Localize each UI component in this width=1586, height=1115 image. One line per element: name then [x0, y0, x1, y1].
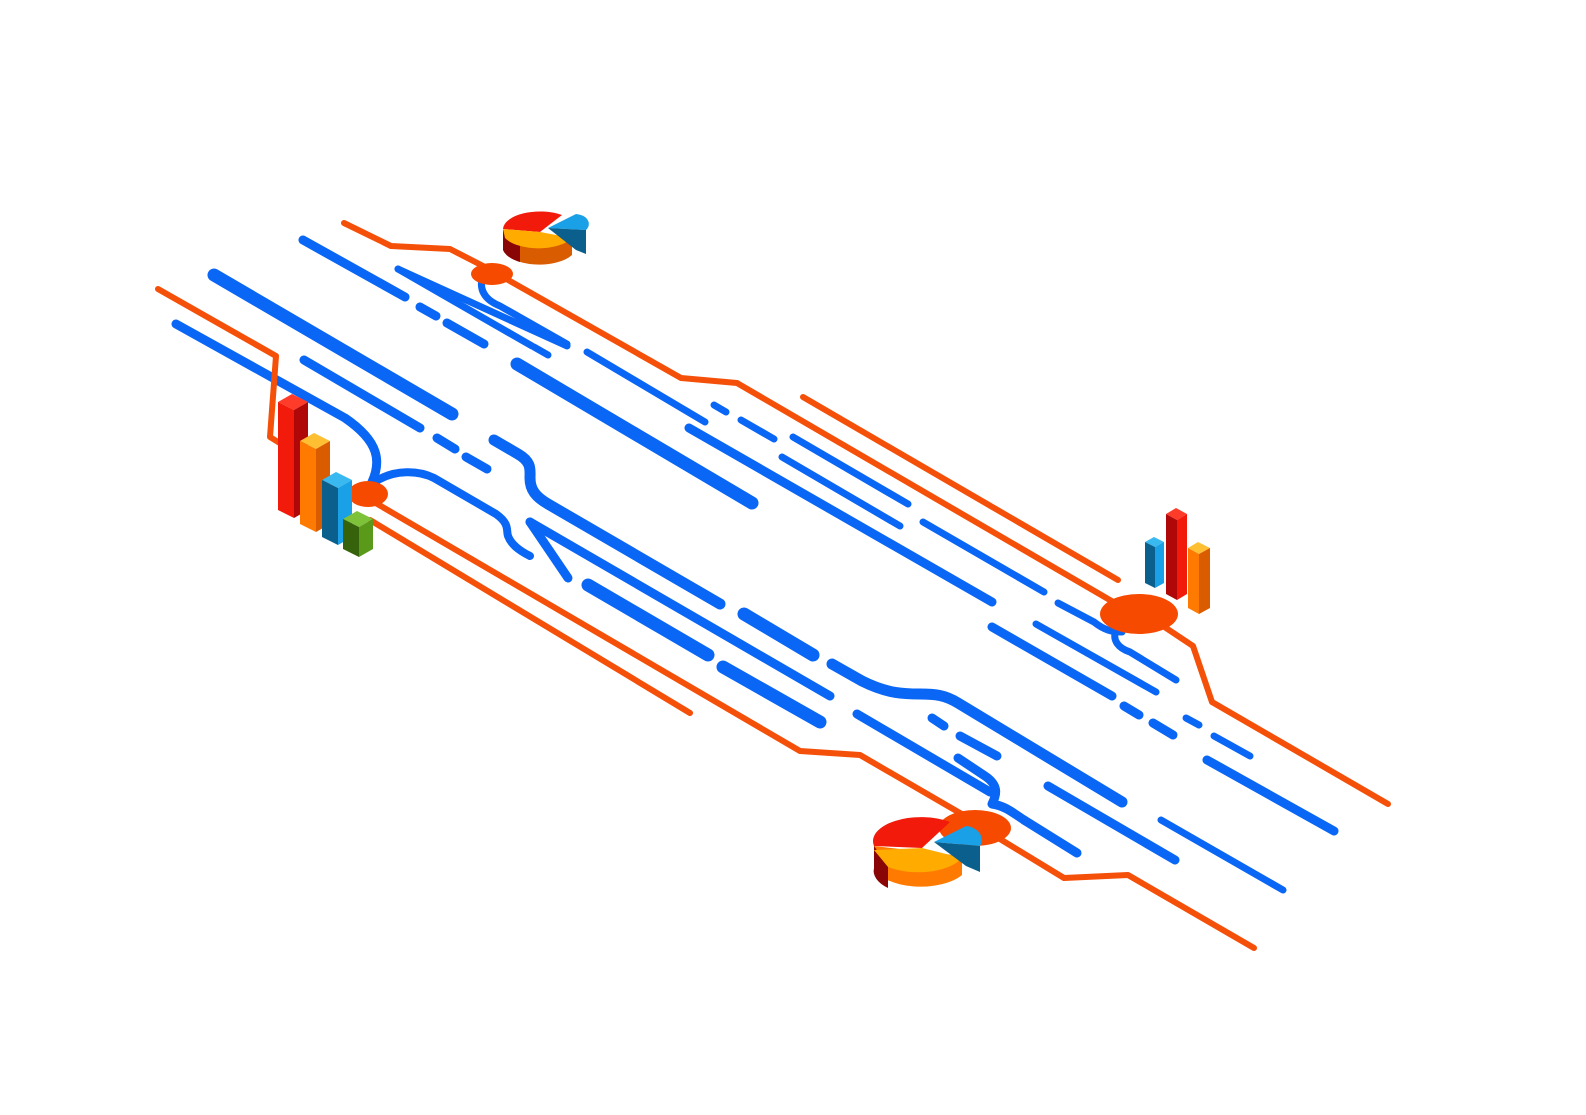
- track-medium-17: [1202, 755, 1339, 836]
- track-thin-8: [778, 453, 904, 530]
- network-hub-node-icon: [1100, 594, 1178, 634]
- track-medium-10: [927, 713, 949, 731]
- track-thin-9: [919, 518, 1048, 596]
- track-medium-15: [1119, 701, 1144, 720]
- track-medium-12: [1043, 781, 1180, 865]
- track-thin-4: [583, 348, 709, 426]
- track-thin-1b: [394, 265, 536, 350]
- track-thick-1: [207, 268, 459, 421]
- track-thin-6: [737, 416, 778, 443]
- track-curve-middle: [488, 434, 726, 610]
- isometric-3d-pie-chart-icon: [872, 817, 982, 888]
- track-thick-2: [510, 357, 759, 510]
- track-medium-7: [684, 423, 997, 607]
- track-medium-4: [299, 355, 425, 433]
- track-medium-2: [415, 302, 441, 321]
- network-hub-node-icon: [471, 263, 513, 285]
- track-medium-11: [955, 731, 1002, 761]
- track-medium-8: [525, 517, 573, 583]
- track-left-branch: [374, 468, 534, 560]
- track-medium-5: [432, 433, 460, 454]
- route-left-lower-2: [367, 517, 693, 716]
- track-bottom-curve: [953, 753, 1029, 825]
- isometric-3d-pie-chart-icon: [503, 211, 589, 265]
- isometric-3d-bar-chart-icon: [1145, 508, 1210, 614]
- track-left-curve: [171, 319, 382, 487]
- route-right: [1142, 611, 1391, 807]
- track-medium-13: [1019, 815, 1082, 858]
- track-thin-11: [1111, 626, 1180, 684]
- track-medium-14: [987, 622, 1117, 701]
- track-medium-16: [1148, 718, 1178, 740]
- blue-tracks: [171, 235, 1339, 894]
- track-curve-middle-2: [826, 658, 1128, 808]
- track-thin-14: [1210, 732, 1254, 760]
- track-medium-1: [298, 235, 410, 302]
- track-thick-5: [737, 607, 820, 662]
- track-medium-9: [852, 709, 995, 797]
- track-thin-13: [1182, 714, 1203, 729]
- network-hub-node-icon: [348, 481, 388, 507]
- route-left-lower-1: [359, 492, 975, 823]
- route-top-right: [800, 394, 1121, 583]
- isometric-3d-bar-chart-icon: [278, 394, 373, 557]
- route-top: [341, 220, 1118, 606]
- track-thick-3: [581, 578, 715, 662]
- track-medium-3: [442, 318, 489, 349]
- track-thin-7: [789, 433, 912, 508]
- track-thin-15: [1157, 816, 1287, 894]
- route-bottom: [992, 833, 1257, 951]
- track-thin-5: [710, 401, 730, 416]
- track-thin-2: [530, 343, 552, 359]
- track-thin-12: [1032, 620, 1160, 696]
- track-medium-8b: [525, 517, 835, 701]
- track-medium-6: [461, 452, 492, 474]
- track-thick-4: [716, 660, 827, 729]
